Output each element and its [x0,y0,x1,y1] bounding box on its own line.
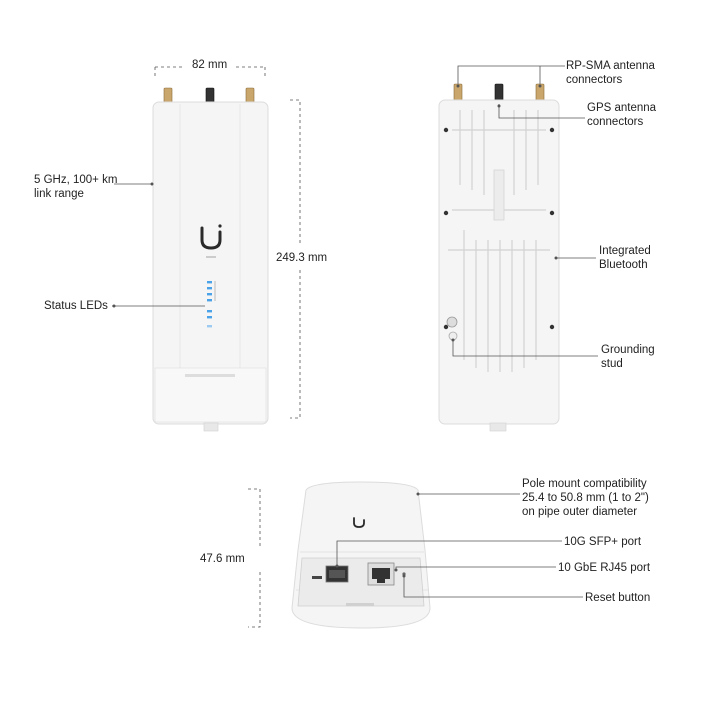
status-leds-callout: Status LEDs [44,300,108,312]
depth-dimension: 47.6 mm [200,553,245,565]
bluetooth-callout: Integrated Bluetooth [599,245,651,271]
rj45-callout: 10 GbE RJ45 port [558,562,651,574]
height-dimension: 249.3 mm [276,252,328,264]
grounding-callout: Grounding stud [601,344,655,370]
sfp-port [312,565,349,583]
rj45-port [367,562,395,586]
bottom-device [248,481,583,629]
back-device [438,65,598,432]
front-device [112,66,301,432]
range-callout: 5 GHz, 100+ km link range [34,174,118,200]
sfp-callout: 10G SFP+ port [564,536,642,548]
ubiquiti-logo [200,224,222,258]
reset-callout: Reset button [585,592,651,604]
pole-mount-callout: Pole mount compatibility 25.4 to 50.8 mm… [522,478,649,518]
status-leds [207,281,216,328]
gps-callout: GPS antenna connectors [587,102,657,128]
rpsma-callout: RP-SMA antenna connectors [566,60,655,86]
width-dimension: 82 mm [192,59,228,71]
